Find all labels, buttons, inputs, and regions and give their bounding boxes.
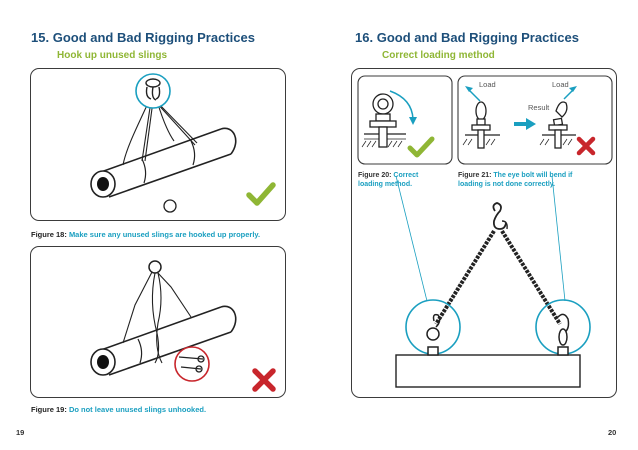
cross-icon [252, 368, 276, 392]
arrow-icon [409, 117, 417, 125]
slings [122, 271, 192, 364]
section-number: 15. [31, 30, 50, 45]
ring [148, 260, 162, 274]
figure-20-caption: Figure 20: Correct loading method. [358, 171, 418, 189]
check-icon [407, 136, 435, 158]
load-label-left: Load [479, 80, 496, 89]
figure-18-panel [30, 68, 286, 221]
figure-18-illustration [90, 73, 276, 213]
eye-bolt-before [462, 101, 500, 149]
figure-19-caption: Figure 19: Do not leave unused slings un… [31, 405, 206, 414]
figure-19-text: Do not leave unused slings unhooked. [68, 405, 207, 414]
page-number: 19 [16, 428, 25, 437]
figure-20-21-illustration [357, 75, 613, 388]
left-hook [426, 313, 441, 356]
figure-20-label: Figure 20: [358, 172, 392, 179]
section-title-text: Good and Bad Rigging Practices [376, 30, 579, 45]
figure-19-illustration [90, 260, 276, 392]
figure-20-text-line2: loading method. [358, 181, 413, 188]
load-arc-arrow [389, 90, 414, 120]
figure-21-subpanel [457, 75, 613, 165]
arrow-icon [465, 86, 473, 92]
section-number: 16. [355, 30, 374, 45]
check-icon [246, 182, 276, 206]
figure-20-subpanel [357, 75, 453, 165]
rigging-main [395, 202, 581, 388]
cylinder-load [90, 127, 237, 198]
dangling-hooks [178, 355, 205, 373]
load-label-right: Load [552, 80, 569, 89]
left-page: 15. Good and Bad Rigging Practices Hook … [16, 30, 286, 437]
right-shackle [557, 313, 570, 356]
right-page: 16. Good and Bad Rigging Practices Corre… [319, 0, 638, 450]
section-subtitle: Correct loading method [382, 50, 495, 61]
figure-panel: Load Load Result Figure 20: Correct load… [351, 68, 617, 398]
leader-line-left [395, 175, 428, 302]
slings [122, 100, 198, 166]
eye-bolt-bent [539, 101, 576, 149]
figure-21-text-line2: loading is not done correctly. [458, 181, 556, 188]
cylinder-load [90, 305, 237, 376]
leader-line-right [551, 175, 566, 302]
figure-19-panel [30, 246, 286, 398]
figure-18-caption: Figure 18: Make sure any unused slings a… [31, 230, 260, 239]
figure-20-text-line1: Correct [393, 172, 419, 179]
highlight-circle [174, 346, 210, 382]
hooks [145, 78, 161, 101]
figure-21-text-line1: The eye bolt will bend if [493, 172, 573, 179]
highlight-circle-right [535, 299, 591, 355]
arrow-icon [569, 86, 577, 92]
section-title: 15. Good and Bad Rigging Practices [31, 30, 255, 45]
figure-21-caption: Figure 21: The eye bolt will bend if loa… [458, 171, 572, 189]
figure-18-label: Figure 18: [31, 230, 67, 239]
section-title-text: Good and Bad Rigging Practices [52, 30, 255, 45]
highlight-circle-left [405, 299, 461, 355]
section-subtitle: Hook up unused slings [57, 50, 168, 61]
ball [163, 199, 177, 213]
page-number: 20 [608, 428, 617, 437]
arrow-icon [526, 118, 536, 130]
figure-21-label: Figure 21: [458, 172, 492, 179]
figure-19-label: Figure 19: [31, 405, 67, 414]
result-label: Result [528, 103, 550, 112]
figure-18-text: Make sure any unused slings are hooked u… [68, 230, 261, 239]
section-title: 16. Good and Bad Rigging Practices [355, 30, 579, 45]
eye-bolt-correct [361, 93, 406, 148]
cross-icon [576, 136, 596, 156]
